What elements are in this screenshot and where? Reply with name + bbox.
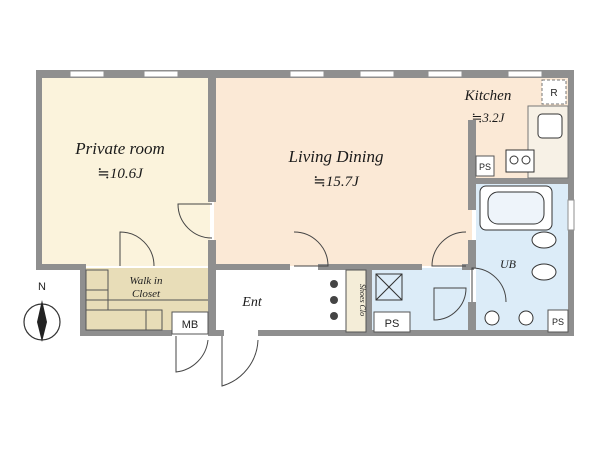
ps-box-kitchen: [475, 155, 495, 177]
meter-box-name: MB: [182, 319, 199, 331]
ps-label-bath: PS: [552, 317, 564, 327]
stove-icon: [505, 149, 535, 173]
private-room-floor: [40, 76, 210, 266]
sink-icon: [537, 113, 563, 139]
living-dining-area: ≒15.7J: [313, 174, 360, 190]
door-swings: [119, 203, 507, 387]
entrance-floor: [214, 268, 290, 334]
entrance-name: Ent: [241, 295, 263, 310]
ps-box-bath: [547, 309, 569, 333]
ps-label-washroom: PS: [385, 318, 400, 330]
shoes-closet-hangers: [330, 280, 338, 320]
bathtub-inner: [487, 191, 545, 225]
stove-burners: [509, 155, 531, 165]
closet-label-line2: Closet: [132, 288, 161, 300]
mb-box: [171, 311, 209, 335]
closet-shelves: [85, 269, 208, 331]
living-dining-floor: [214, 76, 472, 266]
washer-pan-icon: [375, 273, 403, 301]
north-compass-icon: [23, 300, 61, 342]
private-room-name: Private room: [74, 139, 165, 158]
unit-bath-name: UB: [500, 257, 517, 271]
refrigerator-icon: [541, 79, 567, 105]
shoes-closet-name: Shoes Clo: [358, 284, 367, 316]
shoes-closet-box: [345, 269, 367, 333]
kitchen-area: ≒3.2J: [472, 110, 506, 125]
ps-label-kitchen: PS: [479, 162, 491, 172]
windows: [69, 70, 575, 231]
bath-sink-icons: [484, 231, 557, 326]
closet-label-line1: Walk in: [130, 275, 163, 287]
living-dining-name: Living Dining: [288, 147, 384, 166]
private-room-area: ≒10.6J: [97, 166, 144, 182]
north-label: N: [38, 281, 46, 293]
refrigerator-label: R: [550, 88, 557, 99]
kitchen-name: Kitchen: [464, 88, 512, 104]
ps-box-washroom: [373, 311, 411, 333]
